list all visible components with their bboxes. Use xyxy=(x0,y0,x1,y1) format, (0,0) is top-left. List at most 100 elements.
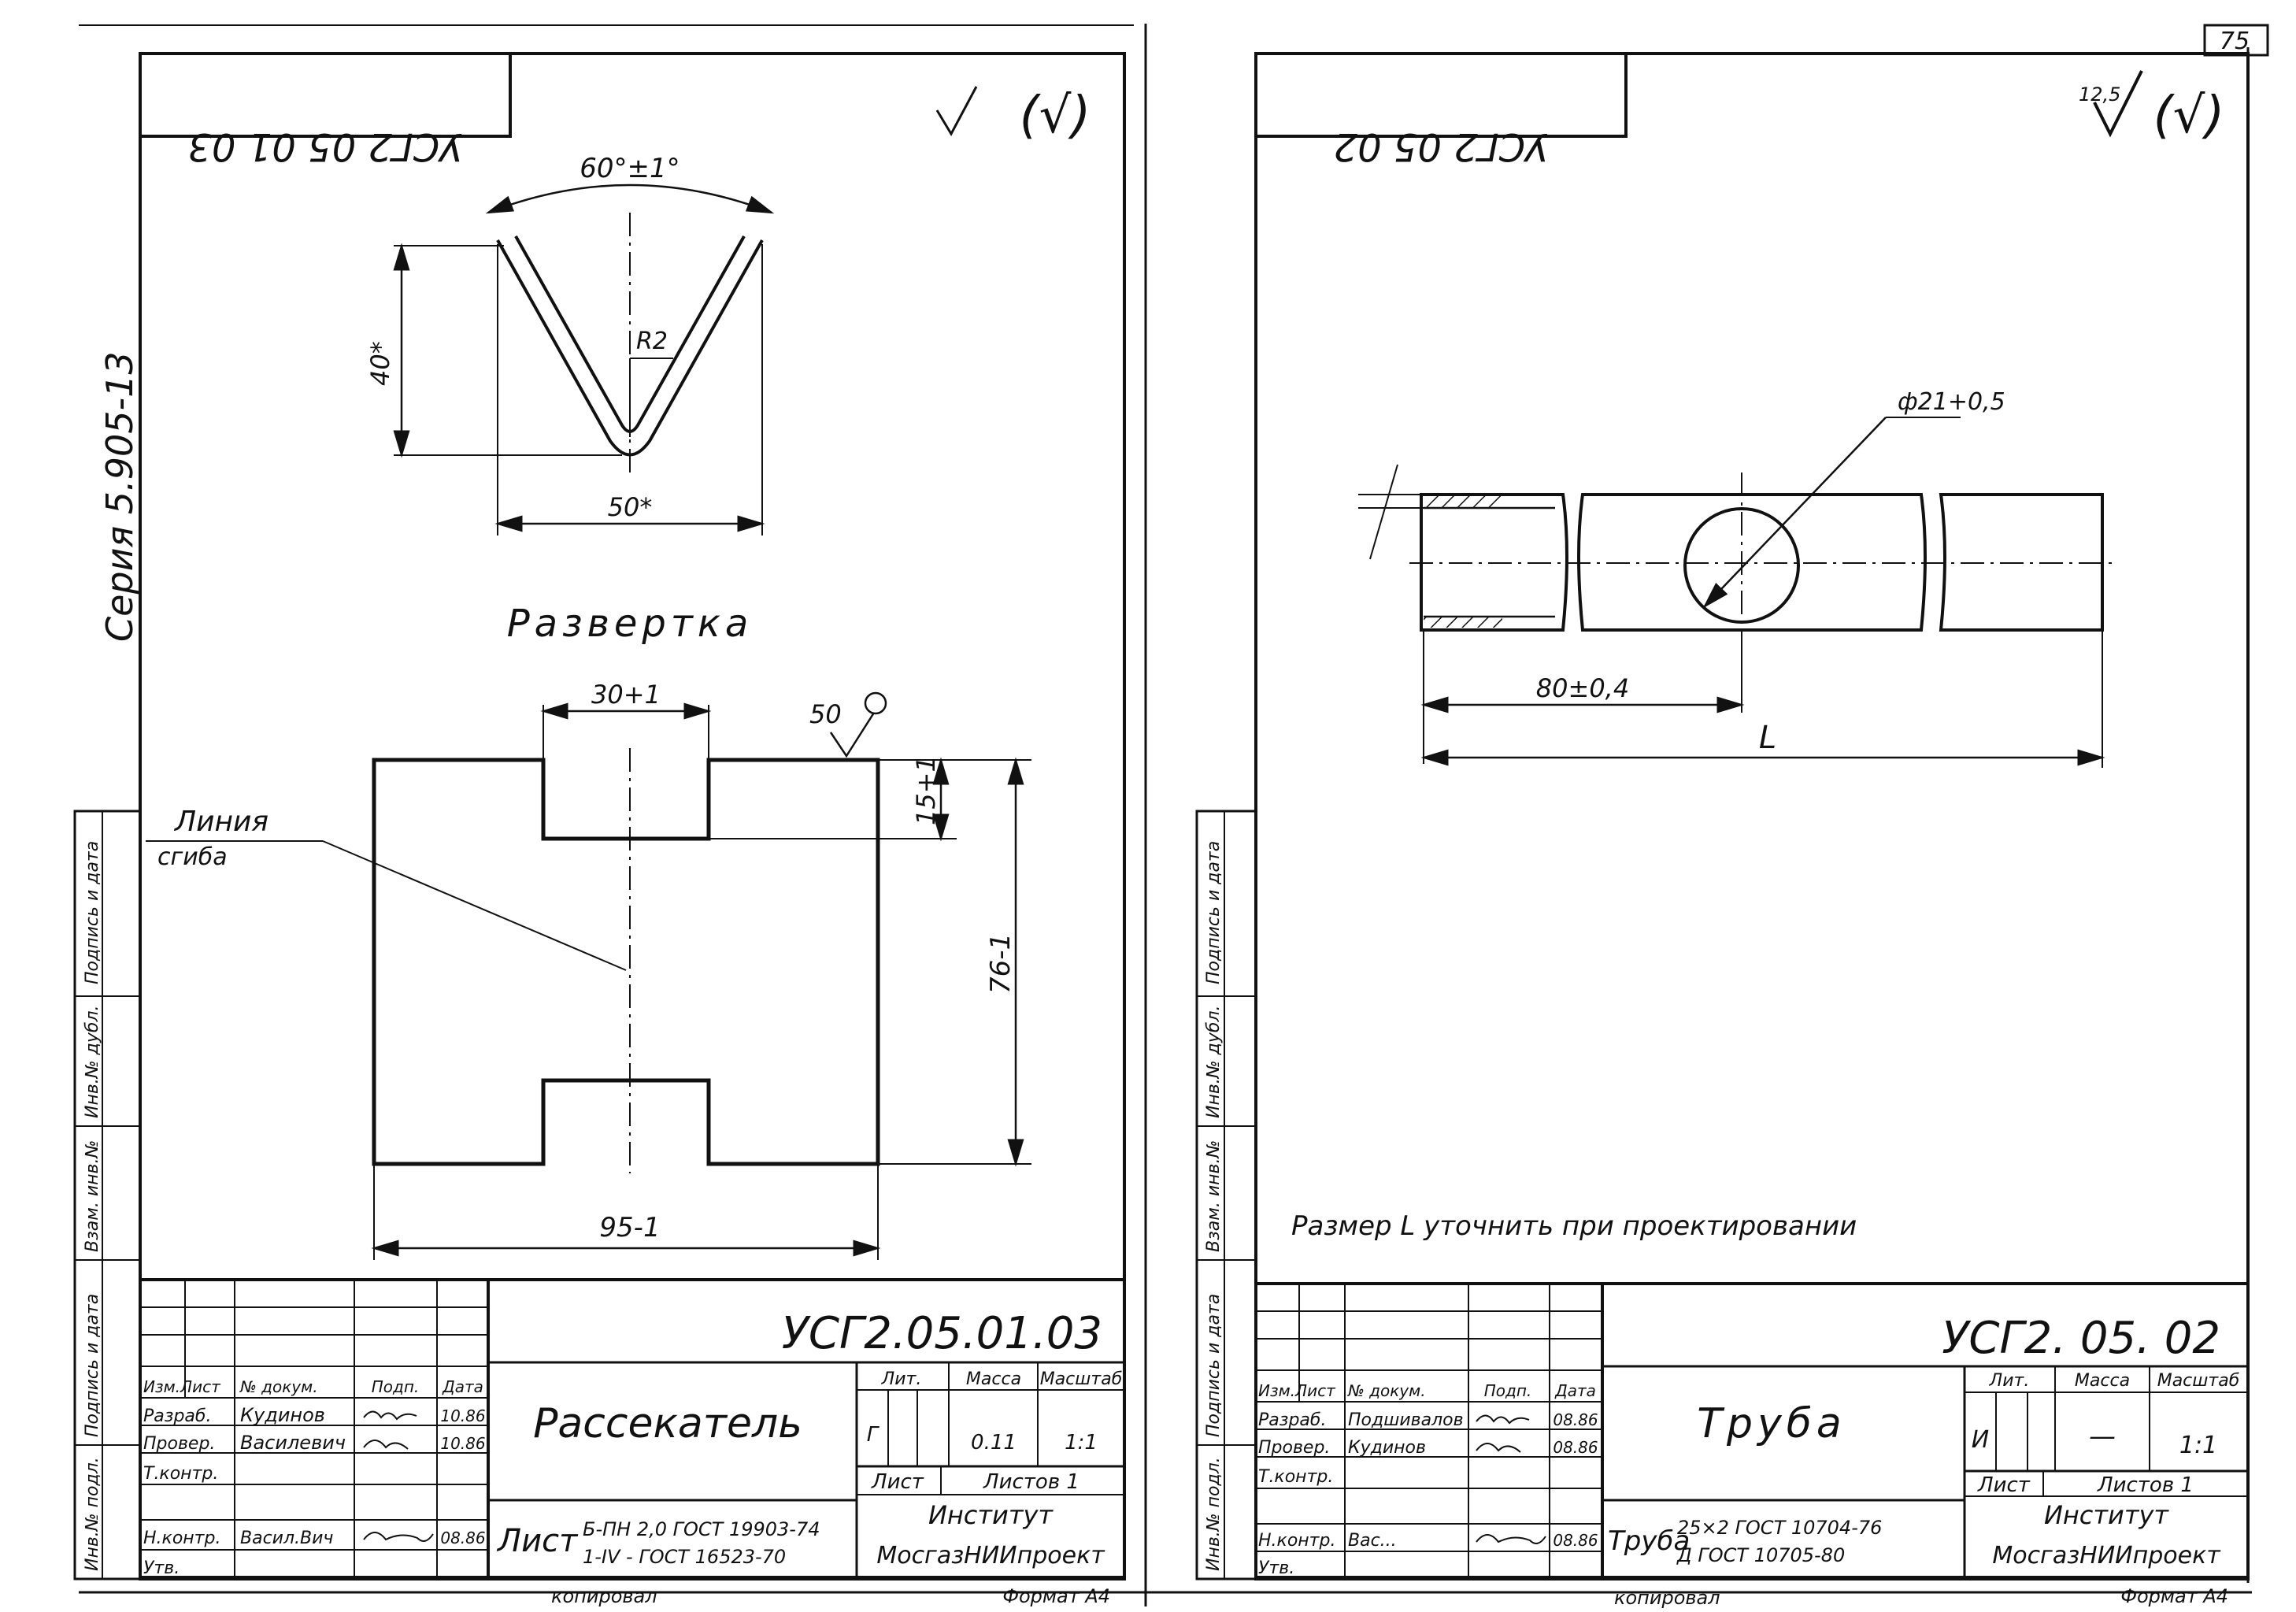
left-side-strip xyxy=(73,810,142,1581)
right-header-mass: Масса xyxy=(2075,1371,2130,1391)
left-scale-value: 1:1 xyxy=(1065,1431,1098,1455)
left-role-6: Утв. xyxy=(143,1558,180,1578)
left-mirrored-code: УСГ2 05 01 03 xyxy=(187,124,462,169)
right-sign-header: Подп. xyxy=(1484,1381,1532,1400)
bend-line-label-1: Линия xyxy=(173,806,268,838)
right-material-prefix: Труба xyxy=(1608,1525,1690,1557)
right-strip-label-5: Инв.№ подл. xyxy=(1204,1457,1224,1571)
right-date-1: 08.86 xyxy=(1553,1410,1598,1429)
height-dim: 40* xyxy=(365,341,395,386)
right-date-header: Дата xyxy=(1554,1381,1596,1400)
left-role-3: Т.контр. xyxy=(143,1464,218,1484)
right-sheet: УСГ2 05 02 12,5 (√) xyxy=(1195,47,2250,1609)
right-name-5: Вас... xyxy=(1348,1531,1397,1551)
right-signatures xyxy=(1476,1414,1546,1544)
left-org-2: МосгазНИИпроект xyxy=(876,1542,1105,1569)
series-label: Серия 5.905-13 xyxy=(98,351,141,642)
left-name-0: № докум. xyxy=(239,1377,318,1396)
left-material-prefix: Лист xyxy=(496,1523,579,1559)
right-name-2: Кудинов xyxy=(1348,1438,1426,1458)
notch-depth-dim: 15+1 xyxy=(911,756,941,825)
left-sheet-label: Лист xyxy=(871,1470,924,1494)
right-designation: УСГ2. 05. 02 xyxy=(1942,1313,2220,1364)
radius-dim: R2 xyxy=(636,328,668,355)
right-mirrored-code: УСГ2 05 02 xyxy=(1334,124,1549,169)
right-date-5: 08.86 xyxy=(1553,1531,1598,1550)
roughness-check-icon-right xyxy=(2093,70,2143,138)
left-designation: УСГ2.05.01.03 xyxy=(782,1308,1102,1359)
left-strip-label-1: Подпись и дата xyxy=(83,841,102,984)
right-side-strip xyxy=(1195,810,1257,1581)
page-number-box: 75 xyxy=(2203,24,2269,57)
right-lit-value: И xyxy=(1972,1426,1989,1454)
right-material-top: 25×2 ГОСТ 10704-76 xyxy=(1677,1517,1882,1539)
left-roughness-symbol: (√) xyxy=(1020,87,1091,145)
left-material-bottom: 1-IV - ГОСТ 16523-70 xyxy=(583,1546,786,1568)
right-strip-label-3: Взам. инв.№ xyxy=(1204,1140,1224,1252)
right-name-1: Подшивалов xyxy=(1348,1410,1464,1430)
right-header-lit: Лит. xyxy=(1989,1371,2030,1391)
right-copied: копировал xyxy=(1614,1587,1720,1609)
left-header-scale: Масштаб xyxy=(1040,1369,1123,1389)
right-org-1: Институт xyxy=(2044,1500,2169,1530)
notch-dim: 30+1 xyxy=(591,680,661,710)
left-format: Формат А4 xyxy=(1002,1585,1110,1607)
right-scale-value: 1:1 xyxy=(2179,1432,2217,1459)
left-date-5: 08.86 xyxy=(440,1529,485,1547)
right-title-block xyxy=(1254,1282,2250,1581)
page-number: 75 xyxy=(2220,28,2250,55)
right-name-0: № докум. xyxy=(1347,1381,1426,1400)
left-role-0: Изм.Лист xyxy=(143,1377,221,1396)
right-role-0: Изм.Лист xyxy=(1258,1381,1336,1400)
note-text: Размер L уточнить при проектировании xyxy=(1291,1210,1857,1242)
right-roughness-value: 12,5 xyxy=(2079,83,2120,106)
pipe-view xyxy=(1358,417,2118,768)
flat-pattern-view xyxy=(146,691,1031,1260)
left-date-2: 10.86 xyxy=(440,1434,485,1453)
left-sheet: УСГ2 05 01 03 (√) Серия 5.905-13 xyxy=(73,52,1126,1607)
right-role-6: Утв. xyxy=(1258,1558,1294,1578)
total-width-dim: 95-1 xyxy=(599,1212,660,1243)
right-roughness-symbol: (√) xyxy=(2153,87,2225,145)
left-material-top: Б-ПН 2,0 ГОСТ 19903-74 xyxy=(583,1518,820,1540)
left-org-1: Институт xyxy=(928,1500,1054,1530)
left-header-lit: Лит. xyxy=(881,1369,922,1389)
left-role-5: Н.контр. xyxy=(143,1529,220,1548)
right-date-2: 08.86 xyxy=(1553,1438,1598,1457)
right-strip-label-2: Инв.№ дубл. xyxy=(1204,1005,1224,1118)
bend-line-label-2: сгиба xyxy=(157,843,228,871)
left-sheets-label: Листов 1 xyxy=(983,1470,1079,1494)
right-role-2: Провер. xyxy=(1258,1438,1330,1458)
right-mass-value: — xyxy=(2089,1421,2116,1452)
left-role-1: Разраб. xyxy=(143,1406,211,1426)
right-material-bottom: Д ГОСТ 10705-80 xyxy=(1676,1544,1845,1566)
total-height-dim: 76-1 xyxy=(985,933,1017,994)
left-strip-label-2: Инв.№ дубл. xyxy=(83,1005,102,1118)
left-copied: копировал xyxy=(551,1585,657,1607)
left-header-mass: Масса xyxy=(966,1369,1021,1389)
left-name-2: Василевич xyxy=(240,1432,346,1454)
v-part-view xyxy=(393,183,775,535)
length-dim-2: L xyxy=(1759,720,1776,756)
right-role-5: Н.контр. xyxy=(1258,1531,1335,1551)
right-org-2: МосгазНИИпроект xyxy=(1992,1542,2221,1569)
right-sheet-label: Лист xyxy=(1977,1473,2031,1497)
right-sheets-label: Листов 1 xyxy=(2097,1473,2194,1497)
left-sign-header: Подп. xyxy=(372,1377,420,1396)
left-strip-label-3: Взам. инв.№ xyxy=(83,1140,102,1252)
left-strip-label-5: Инв.№ подл. xyxy=(83,1457,102,1571)
left-role-2: Провер. xyxy=(143,1434,215,1454)
right-strip-label-4: Подпись и дата xyxy=(1204,1294,1224,1437)
left-date-header: Дата xyxy=(442,1377,483,1396)
left-name-1: Кудинов xyxy=(240,1404,325,1426)
left-name-5: Васил.Вич xyxy=(240,1529,333,1548)
roughness-value: 50 xyxy=(809,699,842,729)
angle-dim: 60°±1° xyxy=(580,153,680,184)
left-mass-value: 0.11 xyxy=(971,1431,1017,1455)
left-signatures xyxy=(363,1410,434,1542)
left-date-1: 10.86 xyxy=(440,1406,485,1425)
roughness-check-icon xyxy=(935,86,978,137)
right-role-1: Разраб. xyxy=(1258,1410,1326,1430)
left-strip-label-4: Подпись и дата xyxy=(83,1294,102,1437)
